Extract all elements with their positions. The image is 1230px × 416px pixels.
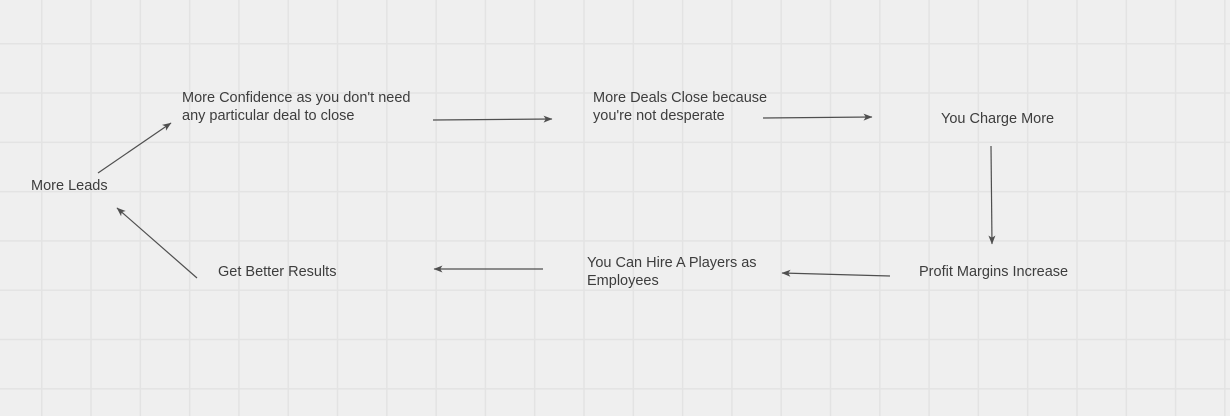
node-you-can-hire-a-players[interactable]: You Can Hire A Players as Employees <box>587 255 757 289</box>
arrow-profit-margins-increase-to-you-can-hire-a-players[interactable] <box>781 269 891 277</box>
arrow-you-charge-more-to-profit-margins-increase[interactable] <box>988 145 996 245</box>
node-get-better-results[interactable]: Get Better Results <box>218 264 337 280</box>
node-more-leads[interactable]: More Leads <box>31 178 108 194</box>
arrow-get-better-results-to-more-leads[interactable] <box>116 207 198 279</box>
node-more-confidence[interactable]: More Confidence as you don't need any pa… <box>182 90 411 124</box>
node-more-deals-close[interactable]: More Deals Close because you're not desp… <box>593 90 768 124</box>
node-profit-margins-increase[interactable]: Profit Margins Increase <box>919 264 1069 280</box>
arrow-more-leads-to-more-confidence[interactable] <box>97 122 172 174</box>
arrow-more-confidence-to-more-deals-close[interactable] <box>432 115 553 123</box>
node-you-charge-more[interactable]: You Charge More <box>941 111 1055 127</box>
arrow-more-deals-close-to-you-charge-more[interactable] <box>762 113 873 121</box>
